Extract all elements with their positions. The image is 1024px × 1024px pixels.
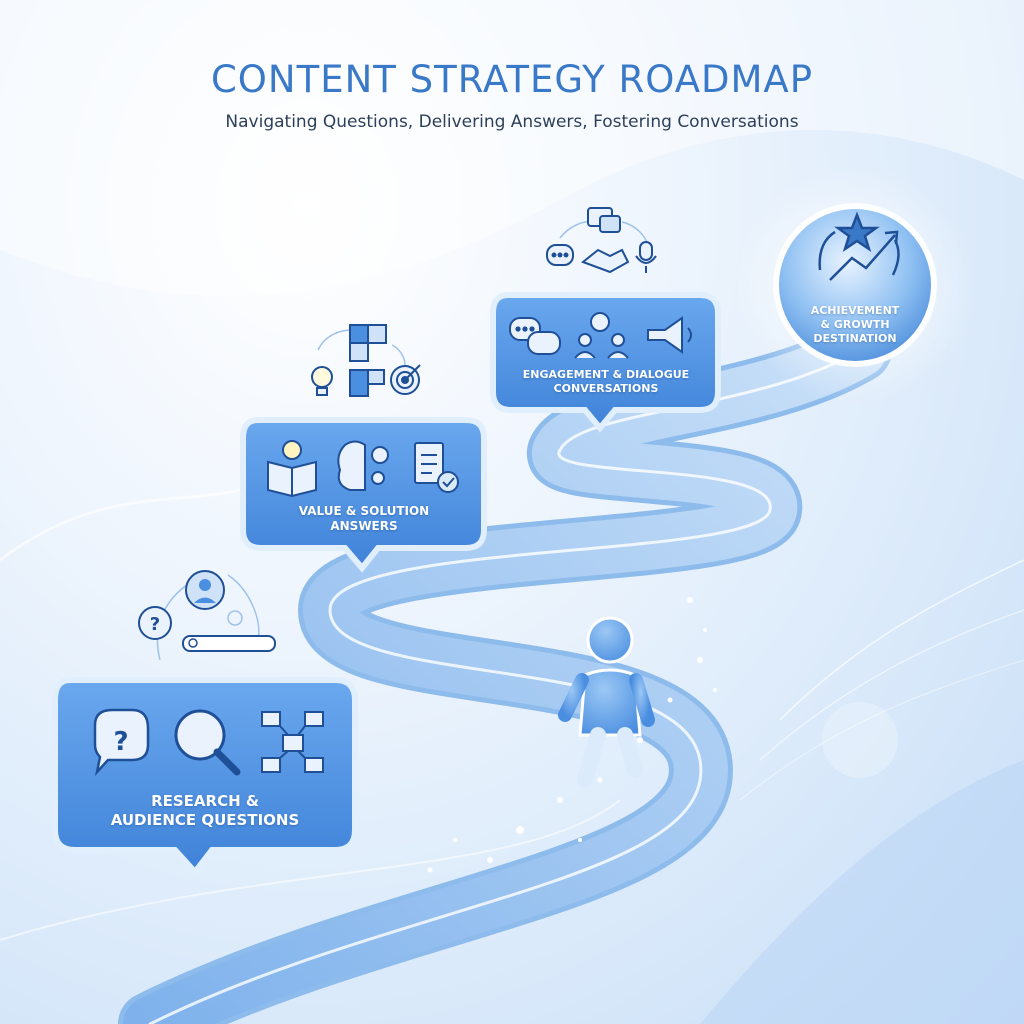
stage-value-floating-icons <box>311 324 421 397</box>
stage-destination-label-line3: DESTINATION <box>813 331 897 345</box>
microphone-icon <box>635 241 657 273</box>
sparkles <box>427 597 717 873</box>
stage-value-box <box>240 417 487 573</box>
svg-text:?: ? <box>113 727 128 757</box>
stage-value-label: VALUE & SOLUTION ANSWERS <box>248 504 480 534</box>
question-bubble-icon: ? <box>93 708 150 777</box>
star-laurel-growth-icon <box>818 211 900 281</box>
svg-text:?: ? <box>150 614 160 635</box>
page-title: CONTENT STRATEGY ROADMAP <box>210 58 814 101</box>
user-profile-icon <box>185 570 225 610</box>
stage-research-box: ? <box>52 677 358 877</box>
stage-engagement-floating-icons <box>546 207 657 274</box>
checklist-icon <box>414 442 459 493</box>
stage-engagement-label-line1: ENGAGEMENT & DIALOGUE <box>522 368 690 381</box>
destination-node <box>735 165 975 405</box>
question-icon: ? <box>138 606 172 640</box>
brain-gear-icon <box>337 440 389 491</box>
community-heart-icon <box>574 312 629 359</box>
stage-destination-label-line1: ACHIEVEMENT <box>810 304 900 317</box>
handshake-icon <box>580 248 630 274</box>
chat-icon <box>546 244 574 266</box>
stage-research-floating-icons: ? <box>138 570 276 661</box>
stage-engagement-box <box>490 292 721 433</box>
chat-bubbles-icon <box>509 317 561 355</box>
stage-value-label-line2: ANSWERS <box>330 519 398 533</box>
message-icon <box>587 207 621 233</box>
stage-destination-label-line2: & GROWTH <box>820 317 890 331</box>
stage-research-label-line2: AUDIENCE QUESTIONS <box>110 810 300 829</box>
lightbulb-book-icon <box>267 440 317 498</box>
stage-destination-label: ACHIEVEMENT & GROWTH DESTINATION <box>790 304 920 345</box>
stage-research-label-line1: RESEARCH & <box>151 792 259 810</box>
winding-road <box>0 318 892 1024</box>
walking-person-icon <box>558 616 655 788</box>
stage-engagement-label-line2: CONVERSATIONS <box>553 381 659 395</box>
stage-research-label: RESEARCH & AUDIENCE QUESTIONS <box>60 792 350 830</box>
folder-network-icon <box>261 711 324 773</box>
stage-value-label-line1: VALUE & SOLUTION <box>298 504 430 518</box>
page-subtitle: Navigating Questions, Delivering Answers… <box>225 112 799 132</box>
target-icon <box>390 364 421 395</box>
stage-engagement-label: ENGAGEMENT & DIALOGUE CONVERSATIONS <box>497 368 715 396</box>
lightbulb-icon <box>311 366 333 396</box>
megaphone-icon <box>647 316 692 354</box>
search-bar-icon <box>182 635 276 652</box>
puzzle-icon <box>349 324 387 397</box>
magnifier-icon <box>174 709 241 776</box>
